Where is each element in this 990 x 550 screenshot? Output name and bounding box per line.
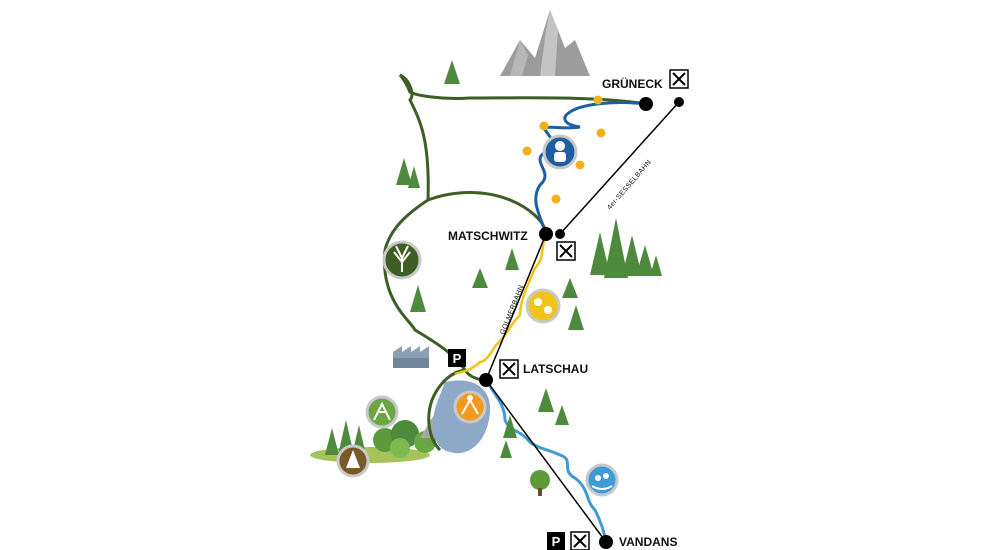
station-latschau[interactable] — [479, 373, 493, 387]
sesselbahn-line — [559, 101, 680, 235]
climbing-park-icon[interactable] — [365, 395, 399, 429]
flower-icon — [522, 95, 606, 204]
scattered-trees — [396, 60, 662, 496]
parking-icon: P — [547, 532, 565, 550]
fork-knife-icon — [570, 531, 590, 550]
station-grueneck[interactable] — [639, 97, 653, 111]
golmerbahn-label: GOLMERBAHN — [499, 284, 525, 336]
label-matschwitz: MATSCHWITZ — [448, 229, 528, 243]
parking-icon: P — [448, 349, 466, 367]
tree-icon[interactable] — [382, 240, 422, 280]
svg-text:P: P — [453, 351, 462, 366]
sesselbahn-label: 4er-SESSELBAHN — [606, 159, 653, 211]
mountain-illustration — [500, 10, 590, 76]
label-vandans: VANDANS — [619, 535, 677, 549]
forest-playground-icon[interactable] — [336, 444, 370, 478]
vandans-line — [485, 379, 607, 543]
station-matschwitz[interactable] — [539, 227, 553, 241]
stations — [479, 97, 684, 549]
yellow-trail — [454, 233, 548, 376]
factory-building — [393, 346, 429, 368]
label-latschau: LATSCHAU — [523, 362, 588, 376]
label-grueneck: GRÜNECK — [602, 76, 663, 91]
fork-knife-icon — [669, 69, 689, 89]
golmerbahn-line — [485, 233, 547, 381]
station-grueneck-chairlift[interactable] — [674, 97, 684, 107]
fun-park-icon[interactable] — [525, 288, 561, 324]
rafting-icon[interactable] — [585, 463, 619, 497]
lake-activity-icon[interactable] — [453, 390, 487, 424]
station-matschwitz-chairlift[interactable] — [555, 229, 565, 239]
child-adventure-icon[interactable] — [542, 134, 578, 170]
hiking-trail — [382, 73, 647, 382]
light-blue-trail — [484, 379, 608, 543]
blue-trail — [534, 101, 647, 235]
fork-knife-icon — [499, 359, 519, 379]
svg-text:P: P — [552, 534, 561, 549]
fork-knife-icon — [556, 241, 576, 261]
station-vandans[interactable] — [599, 535, 613, 549]
